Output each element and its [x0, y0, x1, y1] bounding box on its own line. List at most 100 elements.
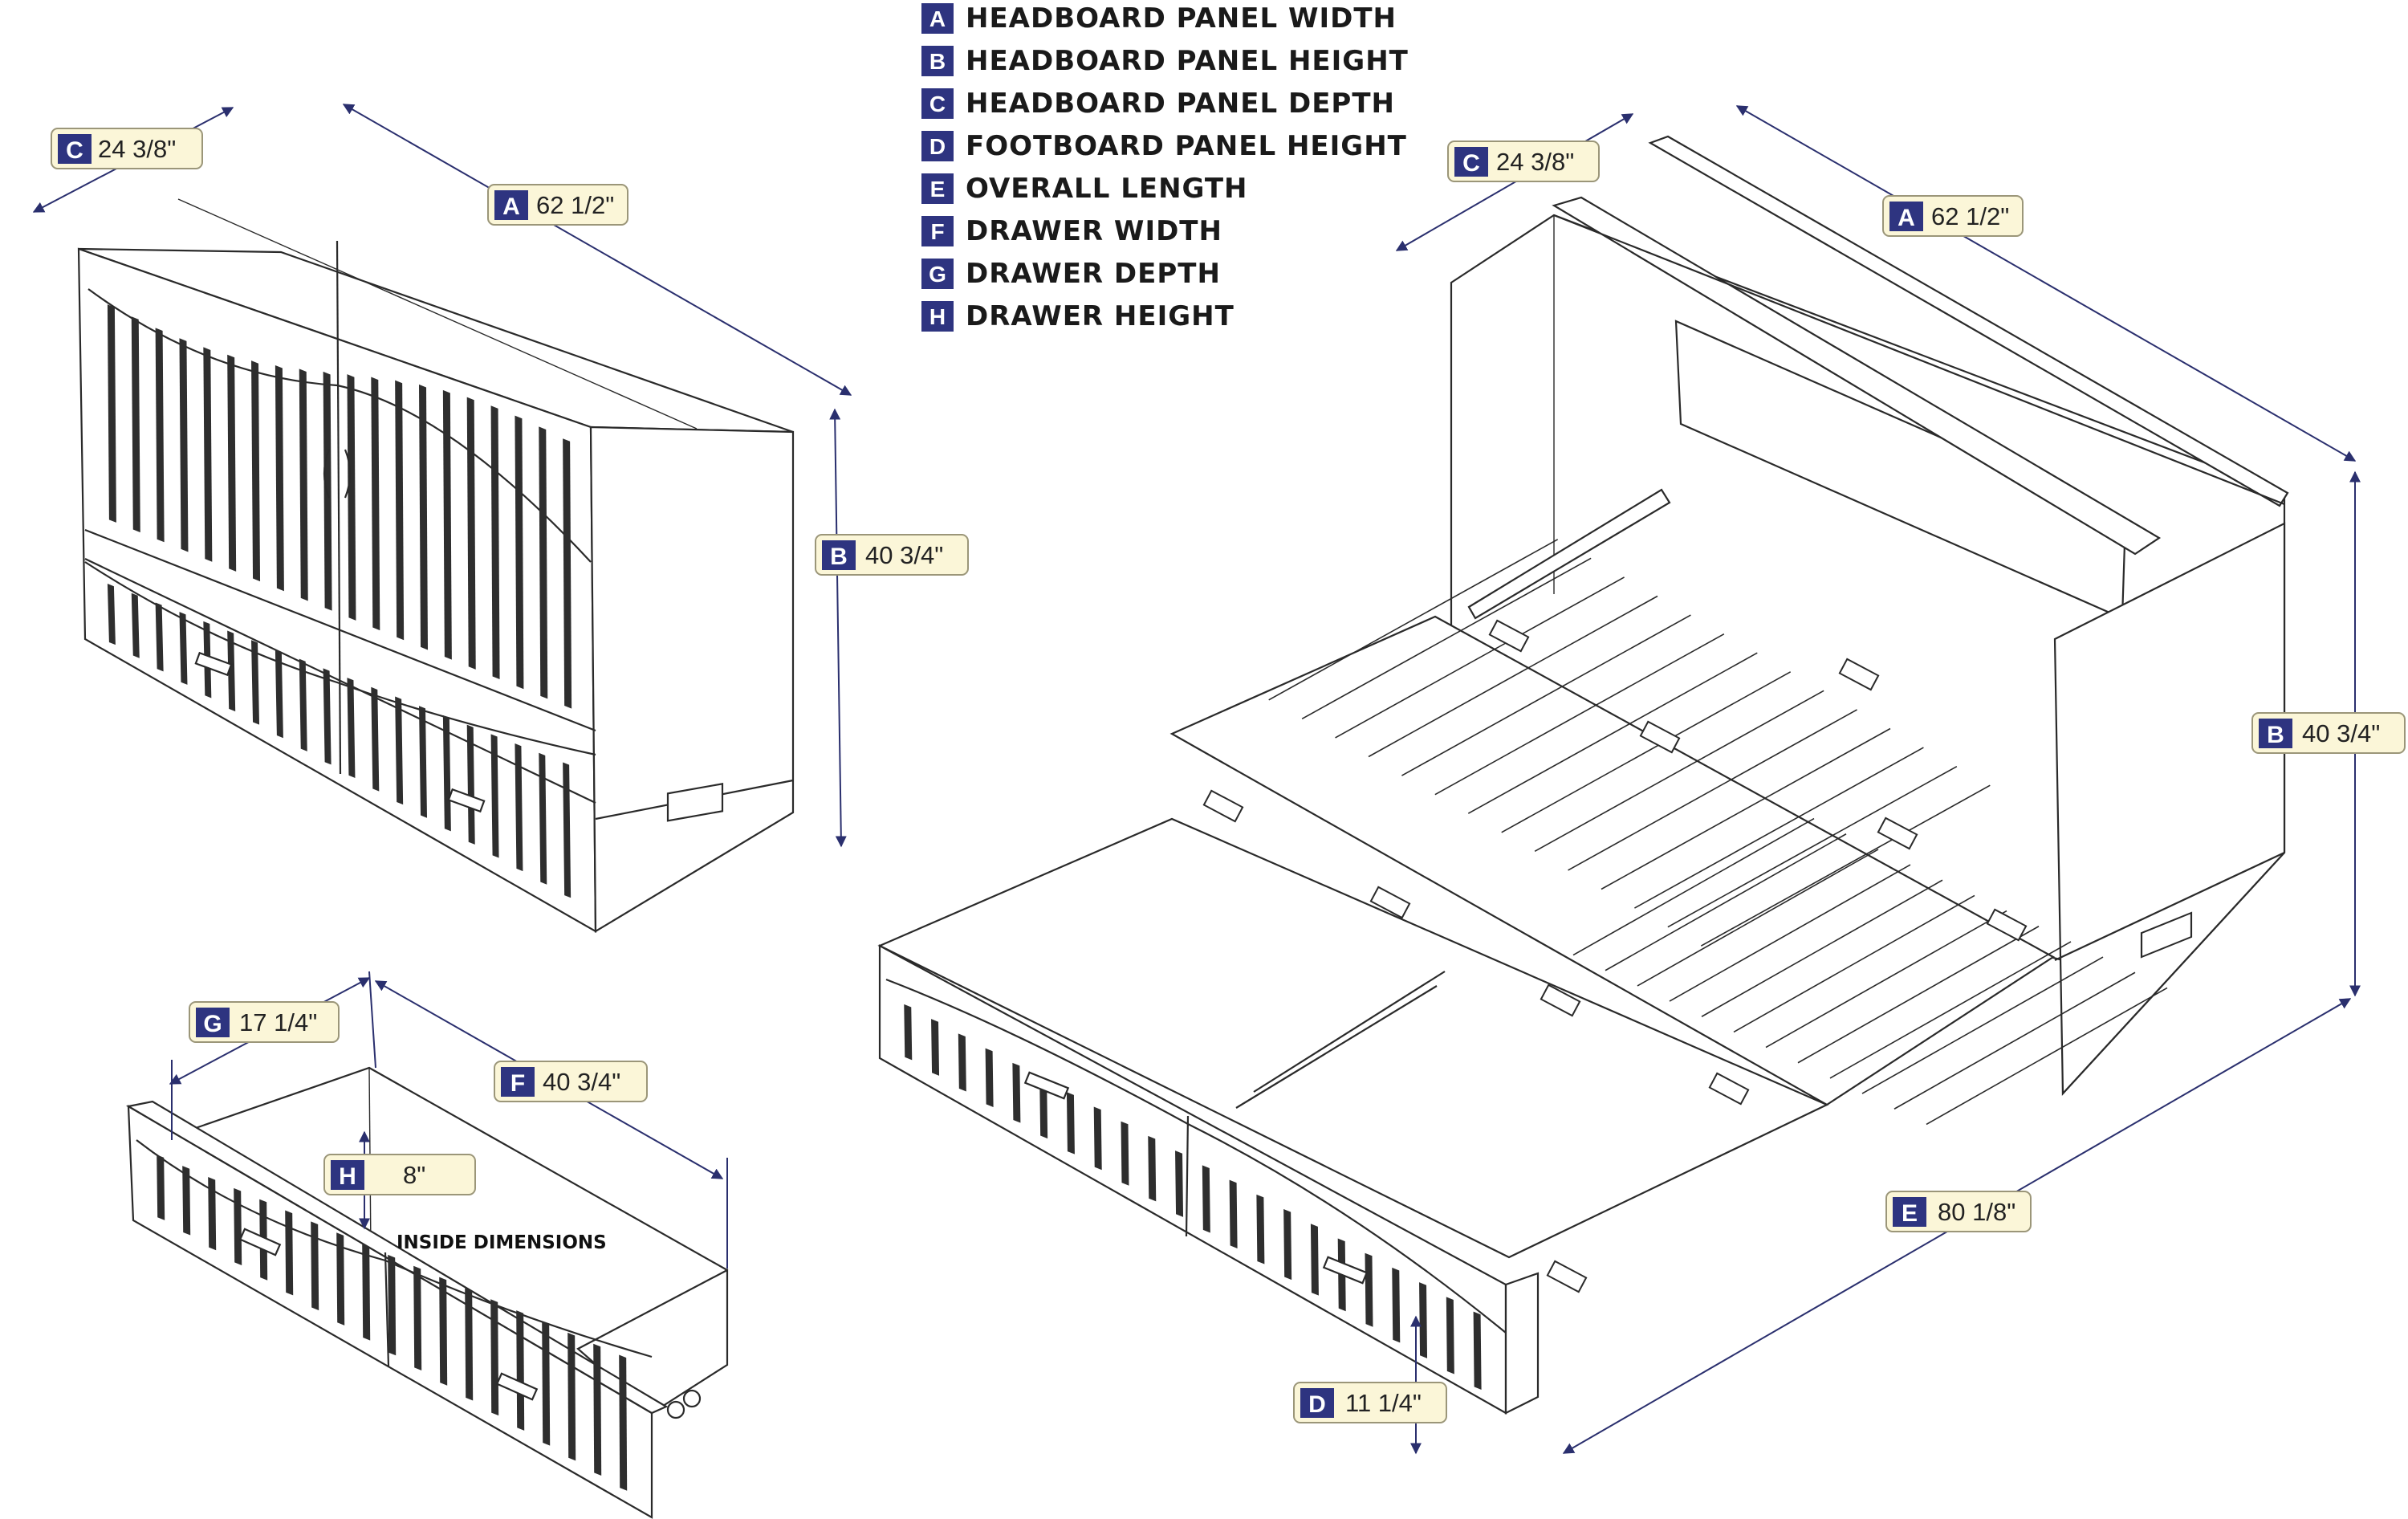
drawer-height-tag: H 8"	[323, 1154, 476, 1195]
tag-value: 24 3/8"	[1496, 148, 1574, 176]
slat	[1148, 1135, 1157, 1202]
bed-slat	[1401, 614, 1691, 776]
tag-letter: D	[1308, 1391, 1326, 1418]
slat	[179, 612, 188, 685]
bed-width-dimension-line	[1735, 105, 2357, 462]
hinge-icon	[1546, 1260, 1588, 1293]
legend-letter: B	[929, 49, 946, 74]
slat	[347, 374, 356, 621]
slat	[1012, 1062, 1021, 1123]
slat	[490, 405, 500, 680]
tag-letter: F	[510, 1070, 525, 1097]
slat	[371, 686, 380, 792]
slat	[275, 649, 283, 739]
legend-label: HEADBOARD PANEL DEPTH	[966, 88, 1395, 120]
slat	[251, 640, 260, 725]
slat	[1446, 1297, 1454, 1374]
bed-slat	[1637, 849, 1879, 987]
slat	[336, 1232, 345, 1326]
slat	[1310, 1224, 1319, 1296]
slat	[593, 1343, 602, 1476]
slat	[234, 1187, 242, 1265]
slat	[227, 630, 236, 712]
legend-label: DRAWER WIDTH	[966, 215, 1222, 247]
slat	[299, 658, 307, 751]
bed-depth-tag: C 24 3/8"	[1447, 140, 1600, 182]
slat	[515, 415, 524, 690]
tag-value: 40 3/4"	[543, 1068, 620, 1096]
footboard-slats	[904, 1004, 1482, 1390]
slat	[419, 706, 428, 818]
width-dimension-line	[342, 104, 852, 396]
slat	[155, 602, 164, 672]
legend-letter: D	[929, 134, 946, 159]
cabinet-depth-tag: C 24 3/8"	[51, 128, 203, 169]
slat	[958, 1033, 966, 1092]
footboard-handle-icon	[1023, 1071, 1070, 1100]
slat	[1093, 1106, 1102, 1171]
hinge-icon	[1369, 886, 1411, 919]
bed-slat	[1301, 557, 1592, 720]
slat	[1256, 1194, 1265, 1264]
slat	[299, 369, 308, 601]
slat	[516, 1310, 525, 1431]
bed-slat	[1572, 817, 1815, 956]
slat	[131, 316, 140, 533]
legend-letter: G	[929, 262, 946, 287]
tag-letter: C	[66, 137, 83, 164]
slat	[157, 1155, 165, 1220]
bed-slat	[1601, 727, 1891, 890]
hinge-icon	[1202, 789, 1244, 823]
tag-letter: A	[1898, 205, 1915, 231]
legend-letter: A	[929, 6, 946, 31]
hinge-icon	[1986, 908, 2028, 942]
slat	[465, 1288, 474, 1401]
tag-value: 40 3/4"	[865, 541, 943, 569]
slat	[1392, 1267, 1401, 1343]
legend: A HEADBOARD PANEL WIDTH B HEADBOARD PANE…	[921, 2, 1408, 332]
slat	[1283, 1209, 1292, 1281]
bed-slat	[1534, 690, 1824, 853]
slat	[107, 304, 116, 523]
legend-label: FOOTBOARD PANEL HEIGHT	[966, 130, 1407, 162]
legend-label: HEADBOARD PANEL WIDTH	[966, 2, 1397, 35]
slat	[311, 1221, 319, 1311]
bed-slat	[1634, 747, 1924, 909]
slat	[985, 1048, 994, 1107]
height-dimension-line	[829, 408, 847, 848]
slat	[323, 668, 332, 765]
slat	[227, 354, 237, 572]
bed-slat	[1568, 709, 1857, 871]
legend-label: DRAWER HEIGHT	[966, 300, 1235, 332]
drawer-handle-icon	[447, 788, 486, 813]
legend-row: B HEADBOARD PANEL HEIGHT	[921, 45, 1408, 77]
slat	[1066, 1092, 1075, 1155]
drawer-handle-icon	[495, 1372, 539, 1401]
slat	[395, 696, 404, 805]
bed-slat	[1368, 595, 1658, 758]
cabinet-height-tag: B 40 3/4"	[815, 534, 969, 576]
tag-letter: A	[502, 193, 520, 220]
slat	[442, 715, 451, 832]
slat	[413, 1265, 422, 1371]
inside-dimensions-label: INSIDE DIMENSIONS	[397, 1232, 607, 1253]
slat	[515, 743, 523, 872]
bed-slat	[1467, 652, 1758, 814]
hinge-icon	[1877, 817, 1918, 850]
bed-slat	[1268, 539, 1559, 701]
slat	[490, 1299, 499, 1416]
slat	[1202, 1165, 1210, 1233]
tag-letter: B	[2267, 722, 2284, 748]
slat	[563, 438, 572, 709]
slat	[203, 347, 213, 562]
legend-row: F DRAWER WIDTH	[921, 215, 1222, 247]
legend-label: DRAWER DEPTH	[966, 258, 1221, 290]
tag-letter: G	[203, 1011, 222, 1037]
tag-value: 11 1/4"	[1345, 1389, 1422, 1417]
slat	[131, 593, 140, 658]
legend-row: G DRAWER DEPTH	[921, 258, 1221, 290]
legend-row: D FOOTBOARD PANEL HEIGHT	[921, 130, 1407, 162]
bed-slat	[1335, 576, 1625, 739]
slat	[1039, 1077, 1048, 1139]
bed-slat	[1434, 633, 1725, 796]
